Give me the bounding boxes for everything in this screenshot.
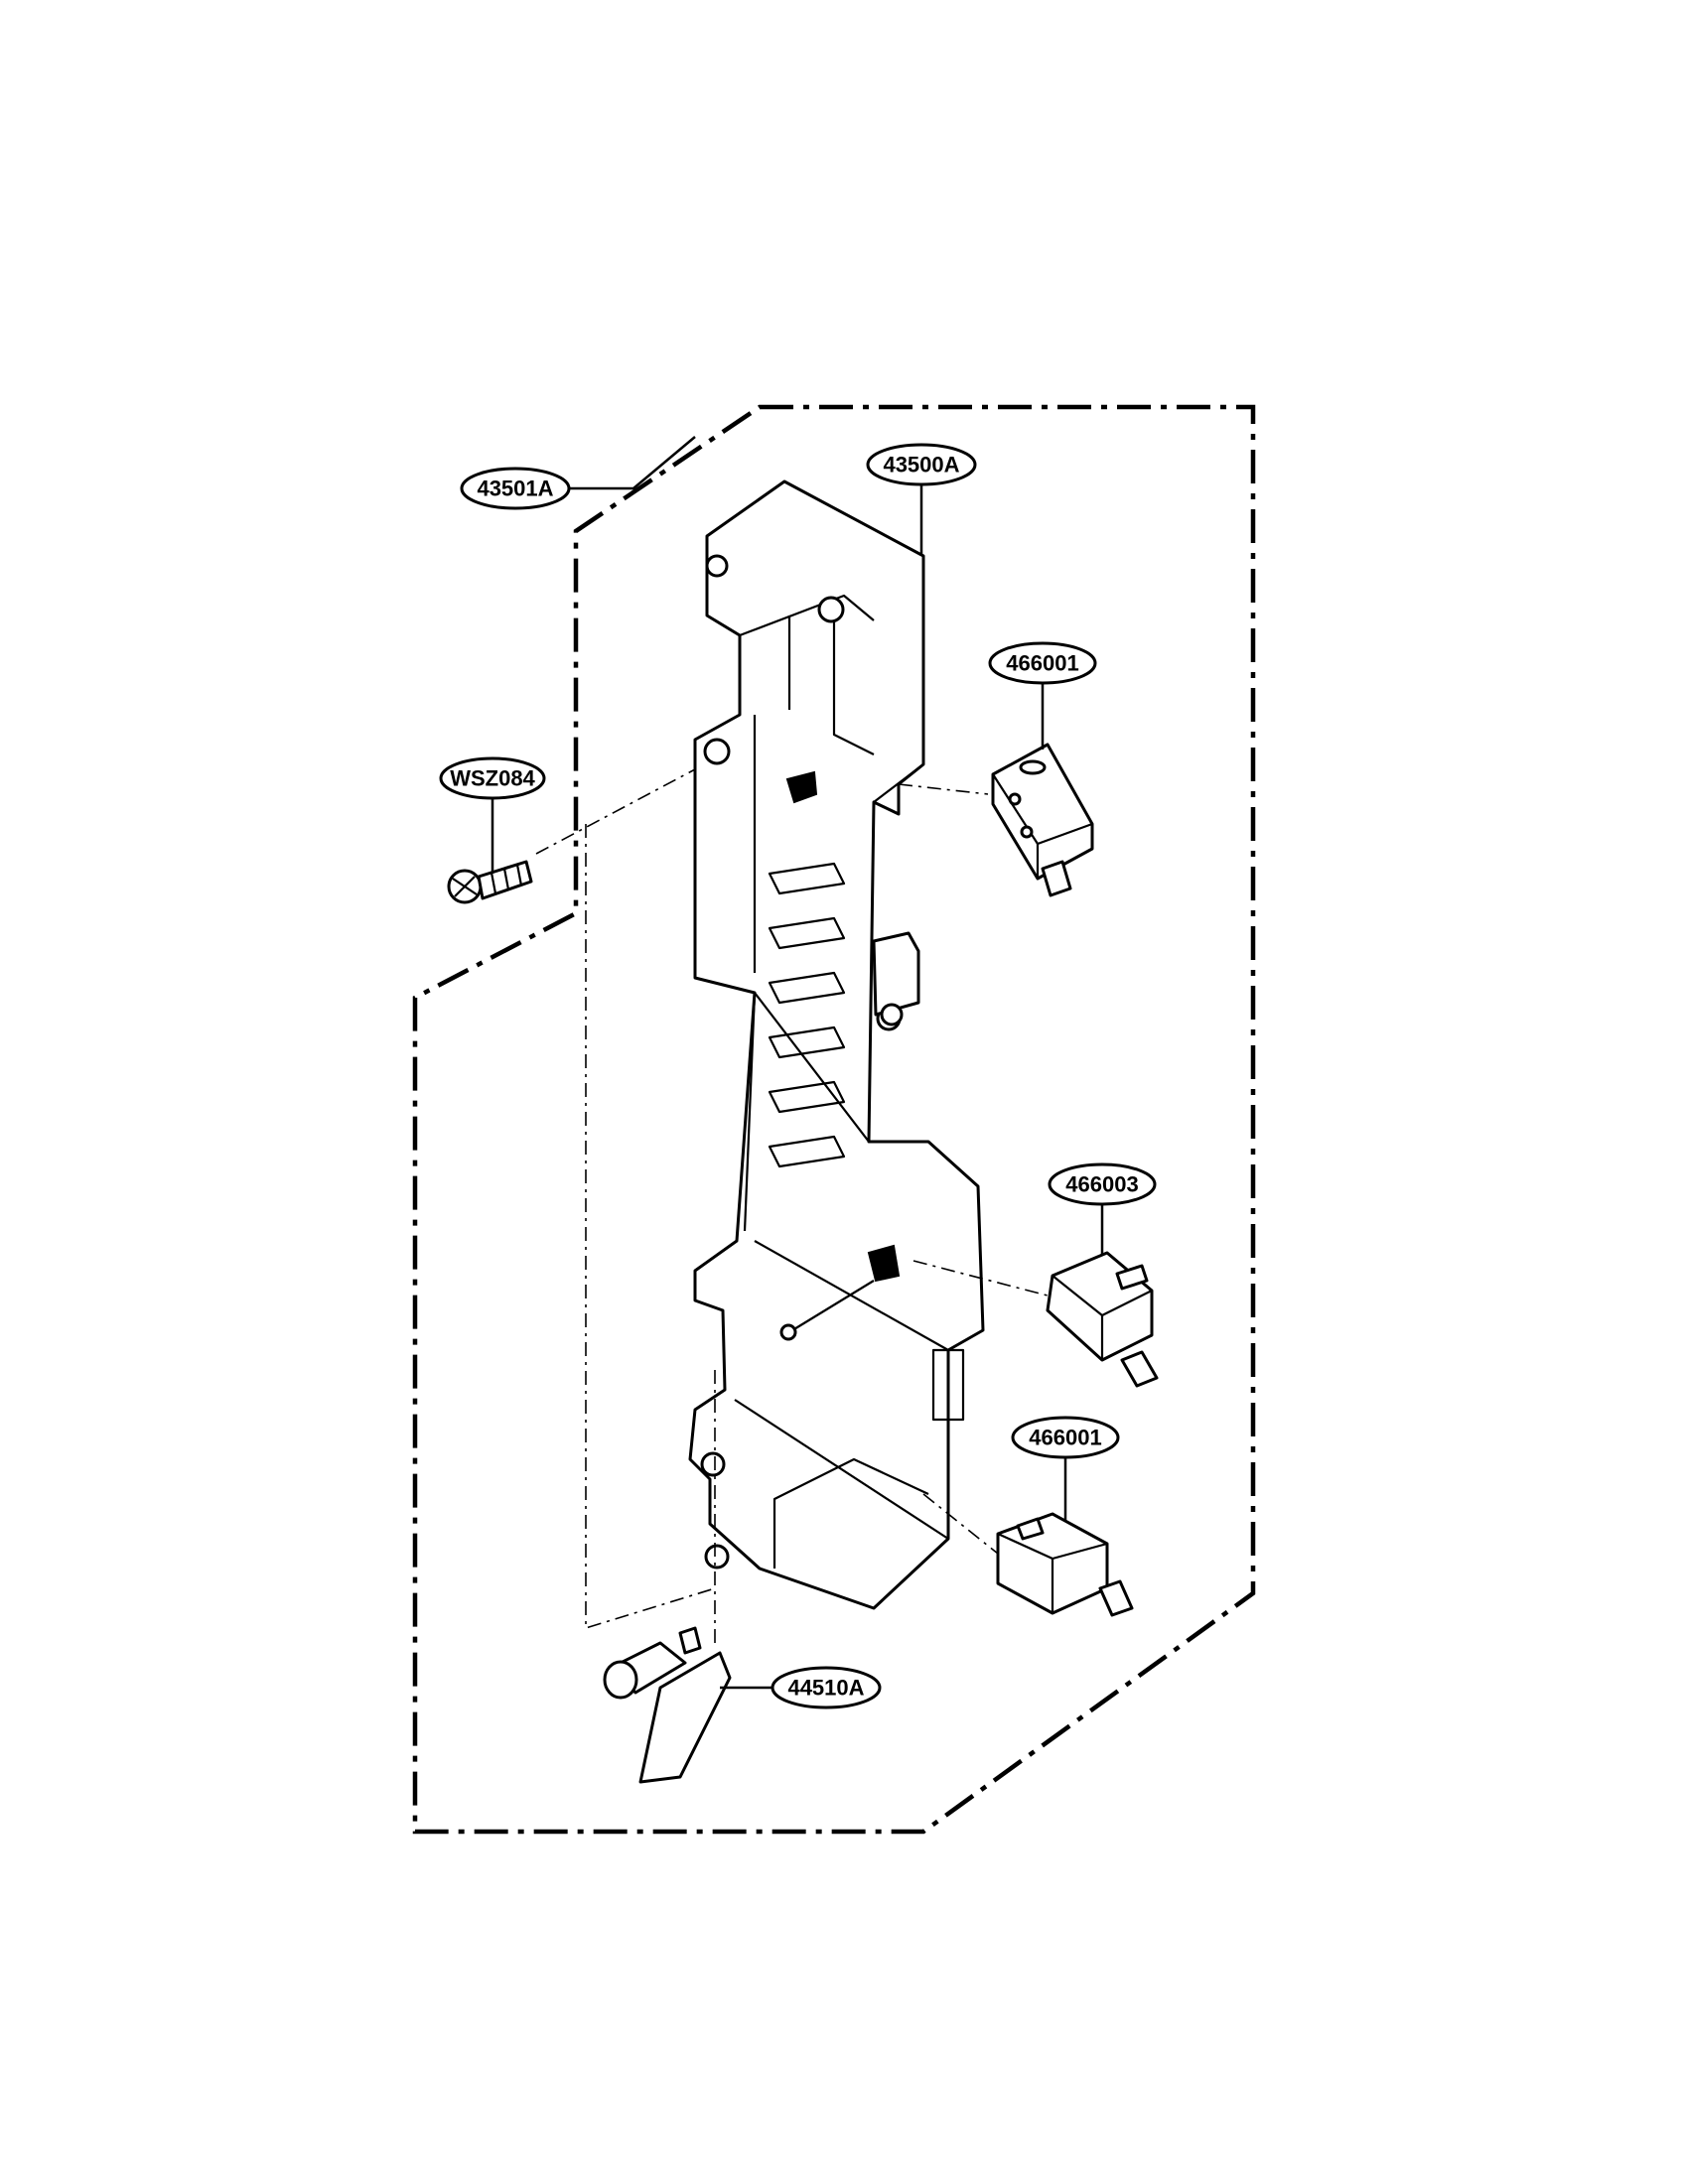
screw-icon — [447, 860, 533, 904]
svg-text:466001: 466001 — [1006, 651, 1078, 676]
svg-text:466003: 466003 — [1065, 1172, 1138, 1197]
callout-switch-top: 466001 — [988, 641, 1097, 685]
callout-switch-mid: 466003 — [1048, 1162, 1157, 1206]
callout-lever: 44510A — [771, 1666, 882, 1709]
svg-text:43501A: 43501A — [477, 477, 553, 501]
alignment-line — [912, 1260, 1049, 1297]
micro-switch-icon — [996, 1512, 1134, 1617]
alignment-line — [535, 768, 696, 855]
micro-switch-icon — [1046, 1251, 1159, 1388]
latch-lever-icon — [603, 1626, 732, 1784]
micro-switch-icon — [991, 743, 1094, 897]
callout-switch-bottom: 466001 — [1011, 1416, 1120, 1459]
callout-assembly: 43501A — [460, 467, 571, 510]
door-latch-frame — [688, 479, 985, 1610]
assembly-boundary — [412, 404, 1256, 1835]
svg-text:43500A: 43500A — [883, 453, 959, 478]
svg-text:44510A: 44510A — [787, 1676, 864, 1701]
svg-text:466001: 466001 — [1029, 1426, 1101, 1450]
callout-frame: 43500A — [866, 443, 977, 486]
callout-screw: WSZ084 — [439, 756, 546, 800]
svg-text:WSZ084: WSZ084 — [450, 766, 535, 791]
leader-line — [569, 436, 696, 490]
alignment-line — [922, 1493, 999, 1555]
alignment-line — [585, 824, 716, 1630]
alignment-line — [898, 783, 989, 795]
